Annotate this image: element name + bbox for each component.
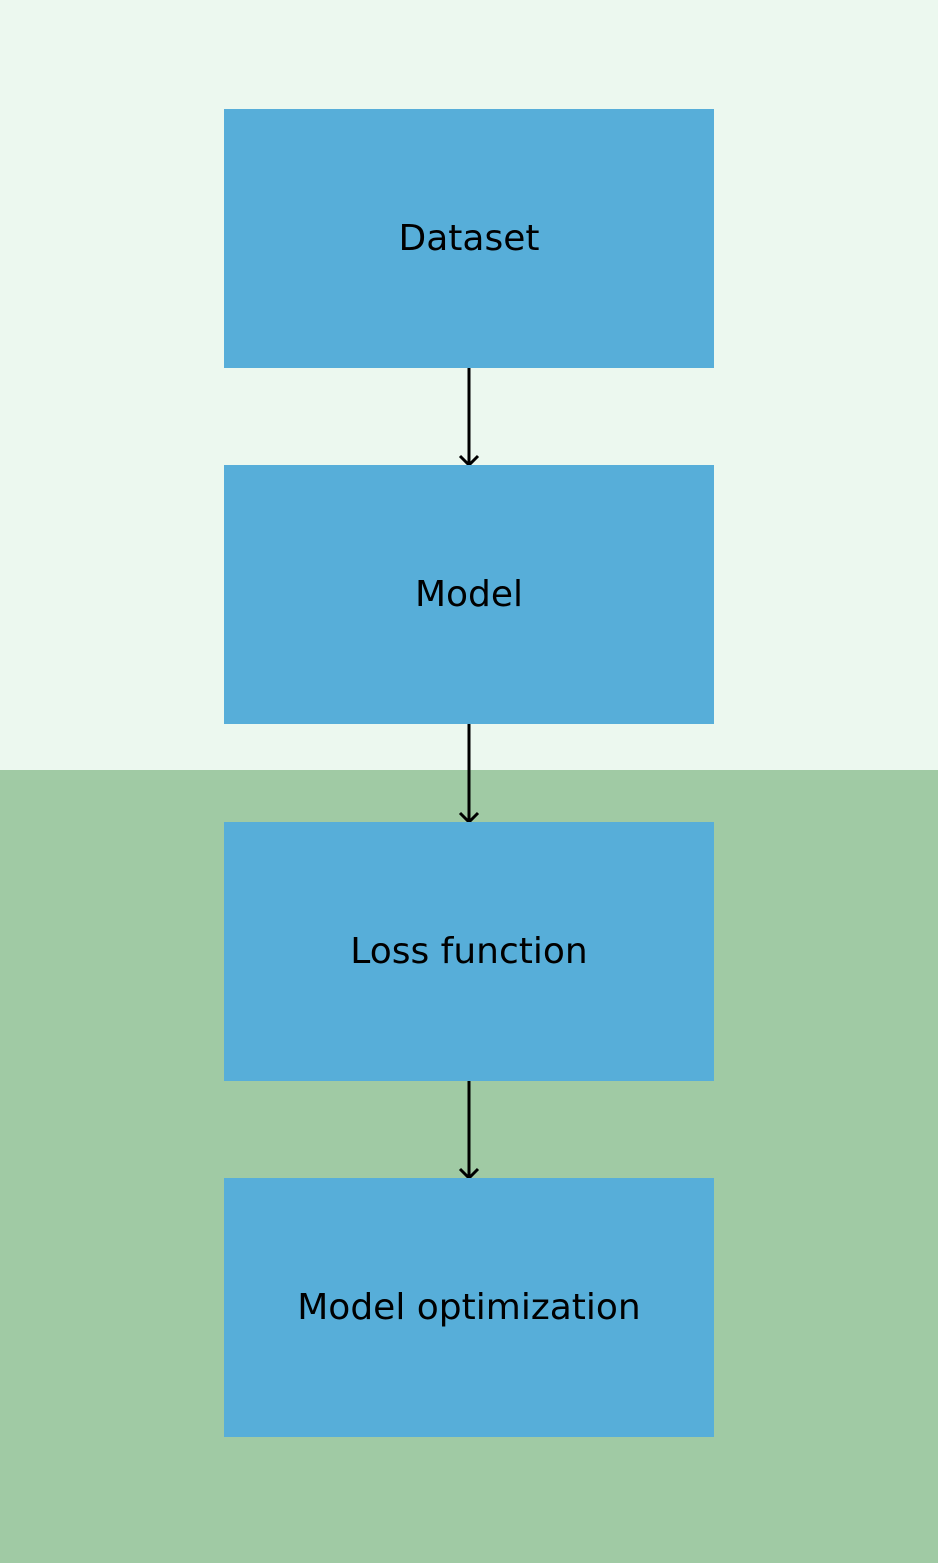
model-optimization-node: Model optimization (224, 1178, 714, 1437)
arrow-loss-function-to-model-optimization (458, 1081, 480, 1181)
model-node: Model (224, 465, 714, 724)
arrow-dataset-to-model (458, 368, 480, 468)
loss-function-label: Loss function (350, 931, 588, 972)
dataset-label: Dataset (398, 218, 540, 259)
model-optimization-label: Model optimization (297, 1287, 641, 1328)
loss-function-node: Loss function (224, 822, 714, 1081)
dataset-node: Dataset (224, 109, 714, 368)
model-label: Model (414, 574, 524, 615)
arrow-model-to-loss-function (458, 724, 480, 825)
